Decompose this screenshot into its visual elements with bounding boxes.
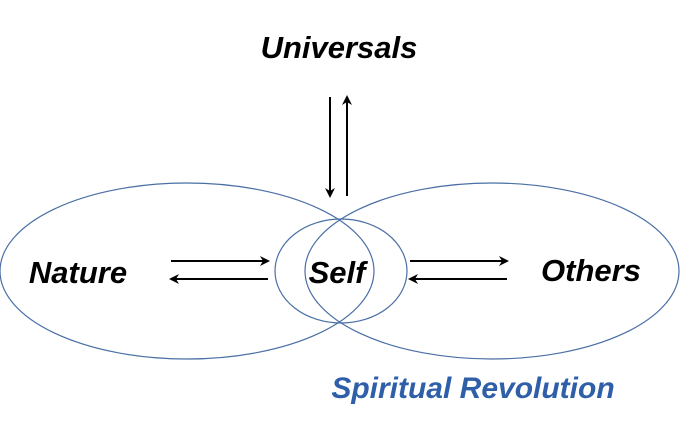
self-label: Self	[309, 255, 369, 290]
others-ellipse	[304, 182, 680, 360]
self-ellipse	[274, 218, 408, 324]
universals-label: Universals	[261, 30, 418, 65]
nature-ellipse	[0, 182, 375, 360]
spiritual-revolution-label: Spiritual Revolution	[331, 372, 614, 405]
nature-label: Nature	[29, 255, 127, 290]
others-label: Others	[541, 253, 641, 288]
